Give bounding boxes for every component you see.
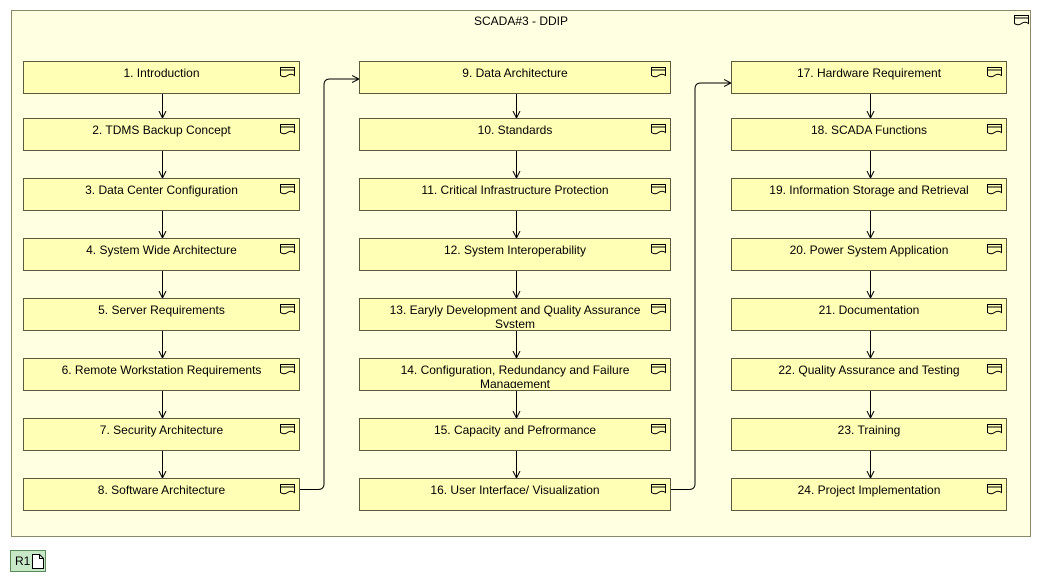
element-system-wide-architecture[interactable]: 4. System Wide Architecture bbox=[23, 238, 300, 271]
representation-icon bbox=[987, 484, 1002, 495]
element-label: 17. Hardware Requirement bbox=[796, 66, 942, 80]
representation-icon bbox=[651, 67, 666, 78]
representation-icon bbox=[651, 304, 666, 315]
representation-icon bbox=[987, 124, 1002, 135]
element-label: 9. Data Architecture bbox=[462, 66, 568, 80]
representation-icon bbox=[651, 484, 666, 495]
element-label: 18. SCADA Functions bbox=[810, 123, 928, 137]
representation-icon bbox=[987, 364, 1002, 375]
element-user-interface-visualization[interactable]: 16. User Interface/ Visualization bbox=[359, 478, 671, 511]
element-label: 23. Training bbox=[837, 423, 901, 437]
element-server-requirements[interactable]: 5. Server Requirements bbox=[23, 298, 300, 331]
element-critical-infrastructure-protection[interactable]: 11. Critical Infrastructure Protection bbox=[359, 178, 671, 211]
element-label: 3. Data Center Configuration bbox=[85, 183, 238, 197]
element-capacity-and-pefrormance[interactable]: 15. Capacity and Pefrormance bbox=[359, 418, 671, 451]
representation-icon bbox=[280, 244, 295, 255]
representation-icon bbox=[280, 67, 295, 78]
element-software-architecture[interactable]: 8. Software Architecture bbox=[23, 478, 300, 511]
representation-icon bbox=[987, 424, 1002, 435]
representation-icon bbox=[280, 124, 295, 135]
element-hardware-requirement[interactable]: 17. Hardware Requirement bbox=[731, 61, 1007, 94]
element-power-system-application[interactable]: 20. Power System Application bbox=[731, 238, 1007, 271]
element-label: 2. TDMS Backup Concept bbox=[92, 123, 231, 137]
element-label: 22. Quality Assurance and Testing bbox=[778, 363, 960, 377]
element-data-architecture[interactable]: 9. Data Architecture bbox=[359, 61, 671, 94]
diagram-title: SCADA#3 - DDIP bbox=[473, 14, 569, 28]
element-information-storage-and-retrieval[interactable]: 19. Information Storage and Retrieval bbox=[731, 178, 1007, 211]
representation-icon bbox=[651, 364, 666, 375]
representation-icon bbox=[651, 124, 666, 135]
element-label: 6. Remote Workstation Requirements bbox=[61, 363, 262, 377]
badge-label: R1 bbox=[15, 554, 31, 568]
r1-badge[interactable]: R1 bbox=[10, 550, 46, 572]
element-data-center-configuration[interactable]: 3. Data Center Configuration bbox=[23, 178, 300, 211]
element-label: 19. Information Storage and Retrieval bbox=[769, 183, 969, 197]
element-label: 20. Power System Application bbox=[789, 243, 949, 257]
element-label: 8. Software Architecture bbox=[97, 483, 226, 497]
representation-icon bbox=[651, 244, 666, 255]
document-icon bbox=[32, 554, 44, 569]
representation-icon bbox=[651, 184, 666, 195]
representation-icon bbox=[280, 484, 295, 495]
element-label: 1. Introduction bbox=[123, 66, 200, 80]
element-label: 10. Standards bbox=[477, 123, 553, 137]
representation-icon bbox=[651, 424, 666, 435]
element-label: 11. Critical Infrastructure Protection bbox=[421, 183, 609, 197]
element-label: 13. Earyly Development and Quality Assur… bbox=[389, 303, 641, 328]
representation-icon bbox=[987, 244, 1002, 255]
element-label: 5. Server Requirements bbox=[98, 303, 225, 317]
element-label: 7. Security Architecture bbox=[99, 423, 224, 437]
element-label: 14. Configuration, Redundancy and Failur… bbox=[400, 363, 630, 388]
element-quality-assurance-and-testing[interactable]: 22. Quality Assurance and Testing bbox=[731, 358, 1007, 391]
element-configuration-redundancy-and-failure-management[interactable]: 14. Configuration, Redundancy and Failur… bbox=[359, 358, 671, 391]
element-scada-functions[interactable]: 18. SCADA Functions bbox=[731, 118, 1007, 151]
element-label: 4. System Wide Architecture bbox=[86, 243, 237, 257]
element-earyly-development-and-quality-assurance-system[interactable]: 13. Earyly Development and Quality Assur… bbox=[359, 298, 671, 331]
representation-icon bbox=[1014, 15, 1029, 26]
element-standards[interactable]: 10. Standards bbox=[359, 118, 671, 151]
representation-icon bbox=[280, 184, 295, 195]
representation-icon bbox=[987, 67, 1002, 78]
element-project-implementation[interactable]: 24. Project Implementation bbox=[731, 478, 1007, 511]
element-label: 24. Project Implementation bbox=[797, 483, 941, 497]
representation-icon bbox=[280, 424, 295, 435]
element-label: 15. Capacity and Pefrormance bbox=[433, 423, 597, 437]
representation-icon bbox=[280, 364, 295, 375]
element-remote-workstation-requirements[interactable]: 6. Remote Workstation Requirements bbox=[23, 358, 300, 391]
element-label: 12. System Interoperability bbox=[443, 243, 587, 257]
element-security-architecture[interactable]: 7. Security Architecture bbox=[23, 418, 300, 451]
representation-icon bbox=[987, 304, 1002, 315]
element-tdms-backup-concept[interactable]: 2. TDMS Backup Concept bbox=[23, 118, 300, 151]
representation-icon bbox=[987, 184, 1002, 195]
element-introduction[interactable]: 1. Introduction bbox=[23, 61, 300, 94]
element-label: 21. Documentation bbox=[818, 303, 920, 317]
element-documentation[interactable]: 21. Documentation bbox=[731, 298, 1007, 331]
element-training[interactable]: 23. Training bbox=[731, 418, 1007, 451]
representation-icon bbox=[280, 304, 295, 315]
element-system-interoperability[interactable]: 12. System Interoperability bbox=[359, 238, 671, 271]
element-label: 16. User Interface/ Visualization bbox=[430, 483, 600, 497]
